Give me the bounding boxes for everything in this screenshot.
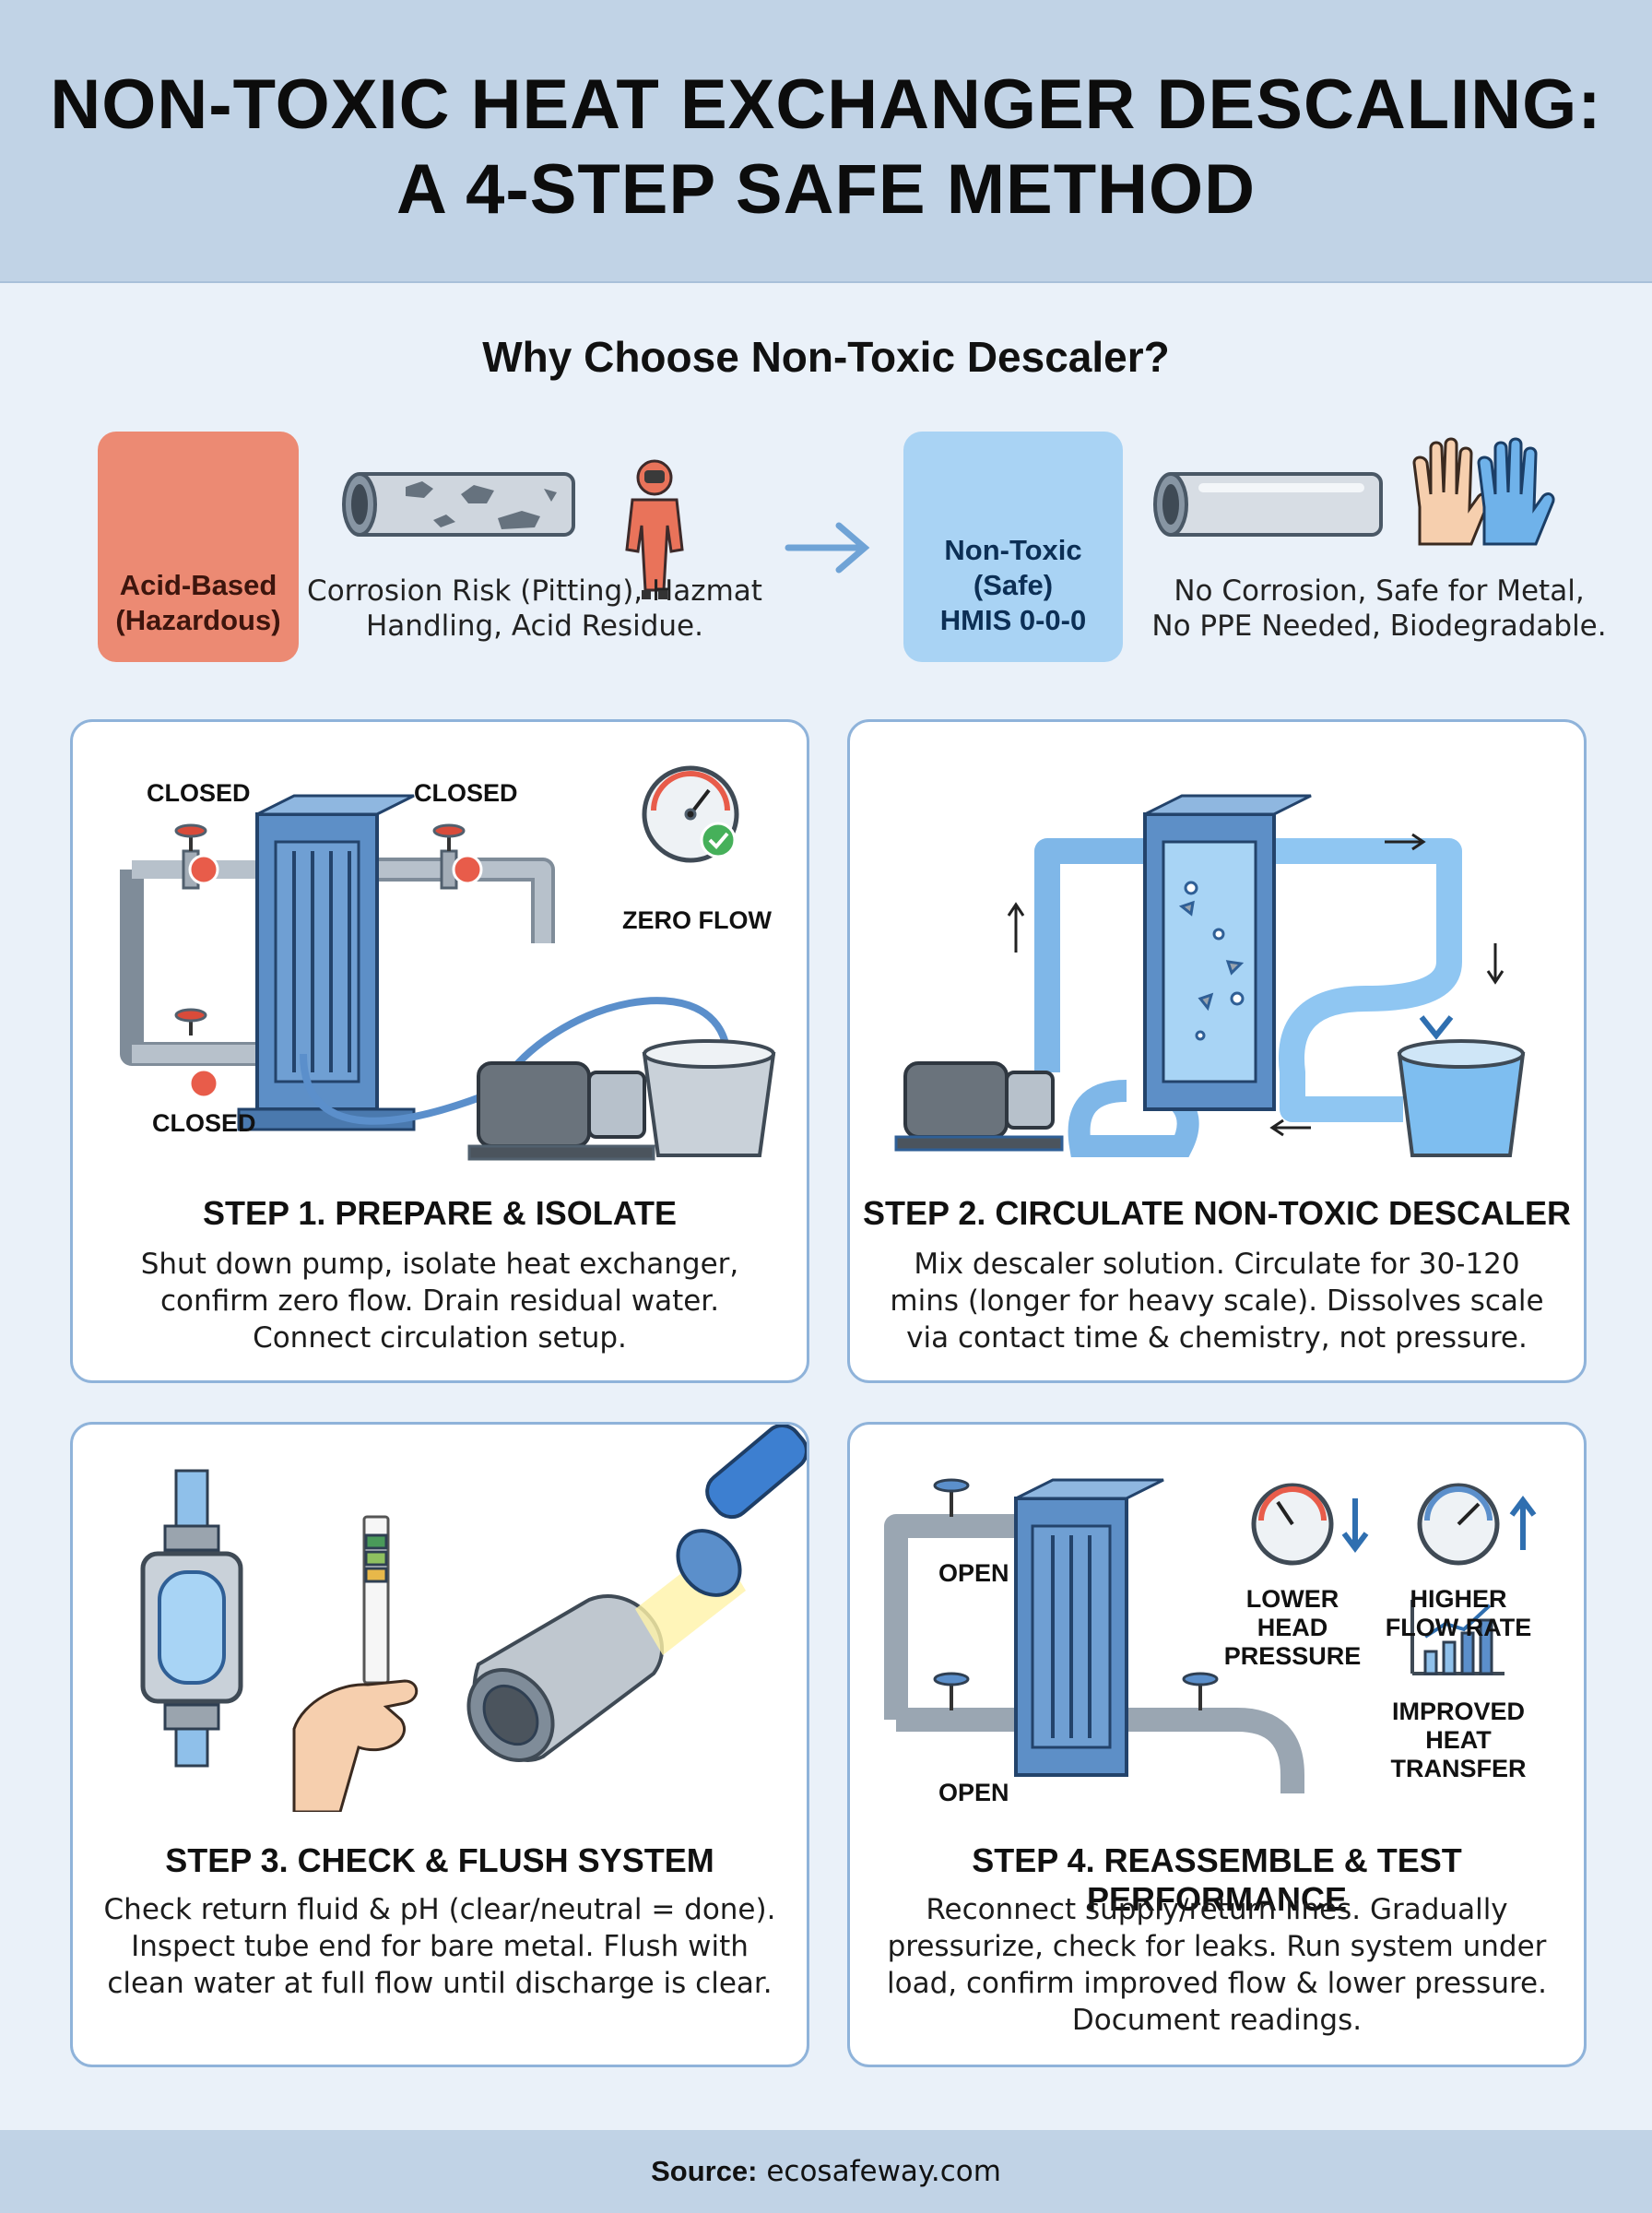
- step-3-desc-line-2: Inspect tube end for bare metal. Flush w…: [131, 1930, 749, 1963]
- open-label-top: OPEN: [938, 1559, 1009, 1587]
- step-4-desc-line-3: load, confirm improved flow & lower pres…: [887, 1967, 1547, 2000]
- step-1-desc-line-1: Shut down pump, isolate heat exchanger,: [140, 1248, 739, 1281]
- zero-flow-label: ZERO FLOW: [622, 906, 772, 934]
- closed-label-bottom: CLOSED: [152, 1109, 256, 1137]
- step-1-description: Shut down pump, isolate heat exchanger, …: [100, 1246, 779, 1356]
- step-1-title: STEP 1. PREPARE & ISOLATE: [202, 1194, 678, 1232]
- comparison-heading: Why Choose Non-Toxic Descaler?: [482, 333, 1170, 381]
- step-2-desc-line-3: via contact time & chemistry, not pressu…: [906, 1321, 1528, 1355]
- clean-pipe-icon: [1153, 472, 1383, 537]
- step-2-title: STEP 2. CIRCULATE NON-TOXIC DESCALER: [862, 1194, 1572, 1232]
- step-1-illustration: [120, 765, 776, 1161]
- step-3-illustration: [140, 1425, 807, 1812]
- step-4-card: OPEN OPEN LOWER HEAD PRESSURE HIGHER FLO…: [847, 1422, 1587, 2067]
- step-3-desc-line-1: Check return fluid & pH (clear/neutral =…: [103, 1893, 776, 1926]
- improved-heat-transfer-line-2: HEAT TRANSFER: [1390, 1726, 1527, 1782]
- step-3-description: Check return fluid & pH (clear/neutral =…: [100, 1891, 779, 2002]
- step-3-card: STEP 3. CHECK & FLUSH SYSTEM Check retur…: [70, 1422, 809, 2067]
- acid-drawbacks-text: Corrosion Risk (Pitting), Hazmat Handlin…: [304, 574, 765, 644]
- step-2-card: STEP 2. CIRCULATE NON-TOXIC DESCALER Mix…: [847, 719, 1587, 1383]
- source-label: Source:: [651, 2155, 758, 2187]
- higher-flow-rate-line-2: FLOW RATE: [1385, 1614, 1532, 1641]
- step-2-desc-line-1: Mix descaler solution. Circulate for 30-…: [914, 1248, 1520, 1281]
- header-banner: NON-TOXIC HEAT EXCHANGER DESCALING: A 4-…: [0, 0, 1652, 283]
- improved-heat-transfer-label: IMPROVED HEAT TRANSFER: [1357, 1698, 1560, 1783]
- higher-flow-rate-label: HIGHER FLOW RATE: [1385, 1585, 1532, 1642]
- acid-badge-line-2: (Hazardous): [115, 604, 281, 636]
- lower-head-pressure-line-2: PRESSURE: [1223, 1642, 1362, 1670]
- safe-badge-line-2: HMIS 0-0-0: [939, 604, 1087, 636]
- step-4-title: STEP 4. REASSEMBLE & TEST PERFORMANCE: [972, 1841, 1462, 1918]
- higher-flow-rate-line-1: HIGHER: [1410, 1585, 1507, 1613]
- safe-benefits-line-1: No Corrosion, Safe for Metal,: [1174, 574, 1585, 608]
- page-title-line-1: NON-TOXIC HEAT EXCHANGER DESCALING:: [50, 65, 1602, 144]
- improved-heat-transfer-line-1: IMPROVED: [1391, 1698, 1526, 1725]
- hands-icon: [1412, 437, 1555, 546]
- safe-badge-line-1: Non-Toxic (Safe): [944, 534, 1082, 601]
- open-label-bottom: OPEN: [938, 1779, 1009, 1806]
- safe-benefits-text: No Corrosion, Safe for Metal, No PPE Nee…: [1121, 574, 1637, 644]
- acid-badge-line-1: Acid-Based: [119, 569, 277, 601]
- lower-head-pressure-line-1: LOWER HEAD: [1245, 1585, 1339, 1641]
- page-title-line-2: A 4-STEP SAFE METHOD: [395, 150, 1257, 229]
- safe-benefits-line-2: No PPE Needed, Biodegradable.: [1151, 609, 1607, 643]
- step-4-desc-line-2: pressurize, check for leaks. Run system …: [887, 1930, 1547, 1963]
- source-value: ecosafeway.com: [757, 2155, 1001, 2188]
- lower-head-pressure-label: LOWER HEAD PRESSURE: [1219, 1585, 1366, 1671]
- closed-label-right: CLOSED: [414, 779, 518, 807]
- acid-based-badge: Acid-Based (Hazardous): [98, 432, 299, 662]
- step-1-desc-line-2: confirm zero flow. Drain residual water.: [159, 1284, 720, 1318]
- step-4-illustration: [884, 1478, 1537, 1793]
- acid-drawbacks-line-2: Handling, Acid Residue.: [366, 609, 703, 643]
- step-2-desc-line-2: mins (longer for heavy scale). Dissolves…: [890, 1284, 1544, 1318]
- step-3-desc-line-3: clean water at full flow until discharge…: [107, 1967, 773, 2000]
- corroded-pipe-icon: [342, 472, 575, 537]
- right-arrow-icon: [785, 522, 870, 574]
- closed-label-left: CLOSED: [147, 779, 251, 807]
- acid-drawbacks-line-1: Corrosion Risk (Pitting), Hazmat: [307, 574, 762, 608]
- step-1-card: CLOSED CLOSED CLOSED ZERO FLOW STEP 1. P…: [70, 719, 809, 1383]
- step-4-desc-line-1: Reconnect supply/return lines. Gradually: [926, 1893, 1508, 1926]
- step-2-description: Mix descaler solution. Circulate for 30-…: [878, 1246, 1556, 1356]
- hazmat-suit-icon: [625, 459, 684, 599]
- step-1-desc-line-3: Connect circulation setup.: [253, 1321, 627, 1355]
- footer-source: Source: ecosafeway.com: [0, 2130, 1652, 2213]
- comparison-graphics: [153, 437, 1555, 599]
- step-3-title: STEP 3. CHECK & FLUSH SYSTEM: [165, 1841, 714, 1879]
- step-4-desc-line-4: Document readings.: [1071, 2004, 1363, 2037]
- non-toxic-badge: Non-Toxic (Safe) HMIS 0-0-0: [903, 432, 1123, 662]
- step-2-illustration: [894, 794, 1526, 1157]
- step-4-description: Reconnect supply/return lines. Gradually…: [878, 1891, 1556, 2039]
